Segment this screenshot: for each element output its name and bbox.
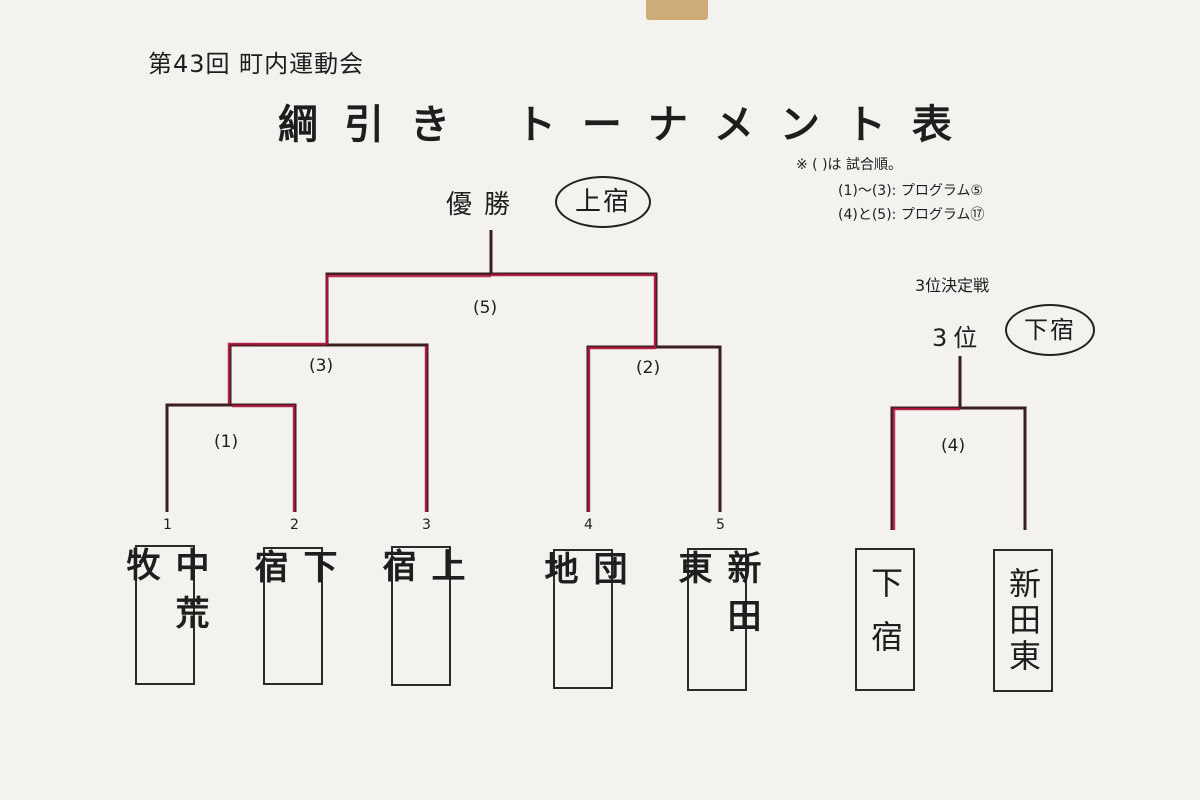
match-label-1: (1) [214, 432, 239, 452]
winner-path-danchi [491, 273, 657, 512]
note-match-order: ※ ( )は 試合順。 [796, 157, 903, 173]
team-name: 団地 [538, 551, 627, 625]
seed-number-1: 1 [163, 517, 172, 533]
winner-path-shimojuku-m1 [232, 404, 296, 512]
team-box-nakaaramaki: 中荒牧 [120, 545, 209, 685]
bracket-line-match-1 [165, 403, 297, 512]
team-box-danchi: 団地 [538, 549, 627, 689]
team-box-nittahigashi: 新田東 [672, 548, 761, 691]
champion-team: 上宿 [555, 176, 651, 228]
note-program-2: (4)と(5): プログラム⑰ [838, 207, 985, 223]
third-place-match-heading: 3位決定戦 [915, 276, 990, 295]
bracket-line-match-4 [890, 406, 1027, 530]
masking-tape [646, 0, 708, 20]
event-title: 第43回 町内運動会 [148, 50, 365, 78]
seed-number-3: 3 [422, 517, 431, 533]
seed-number-5: 5 [716, 517, 725, 533]
note-program-1: (1)～(3): プログラム⑤ [838, 183, 983, 199]
team-name: 上宿 [376, 548, 465, 622]
winner-path-third [892, 407, 960, 530]
match-label-2: (2) [636, 358, 661, 378]
winner-path-m3 [227, 342, 327, 404]
seed-number-2: 2 [290, 517, 299, 533]
third-place-team: 下宿 [1005, 304, 1095, 356]
team-box-nittahigashi-third: 新田東 [993, 549, 1053, 692]
third-place-label: 3位 [932, 324, 984, 352]
team-box-shimojuku: 下宿 [248, 547, 337, 685]
team-box-kamijuku: 上宿 [376, 546, 465, 686]
team-name: 新田東 [672, 550, 761, 646]
page-title: 綱引き トーナメント表 [278, 102, 978, 148]
champion-label: 優勝 [446, 190, 523, 220]
seed-number-4: 4 [584, 517, 593, 533]
winner-path-m5 [325, 274, 491, 344]
team-name: 新田東 [1004, 566, 1042, 675]
match-label-4: (4) [941, 436, 966, 456]
match-label-3: (3) [309, 356, 334, 376]
team-box-shimojuku-third: 下宿 [855, 548, 915, 691]
team-name: 下宿 [248, 549, 337, 623]
match-label-5: (5) [473, 298, 498, 318]
team-name: 中荒牧 [120, 547, 209, 643]
team-name: 下宿 [866, 565, 904, 674]
